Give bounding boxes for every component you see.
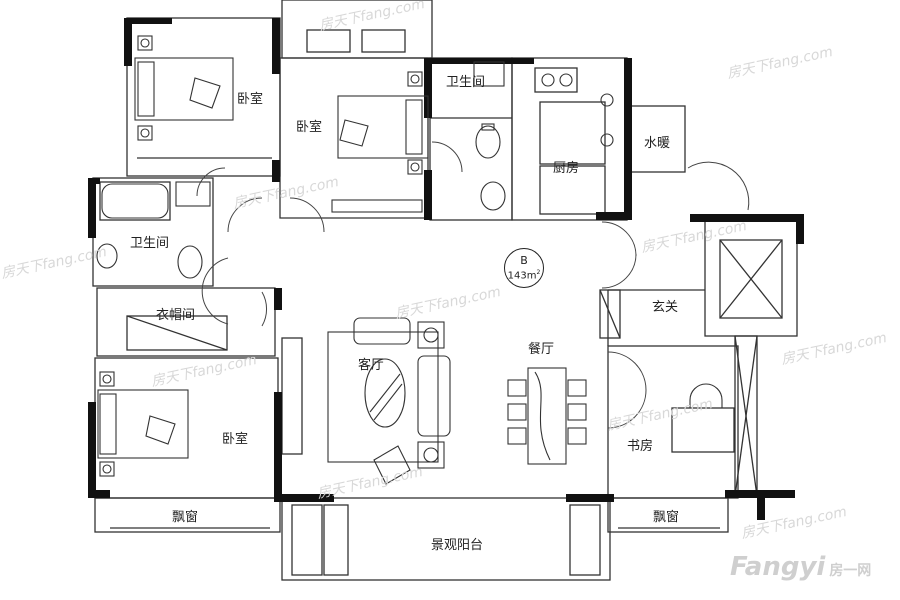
bathroom-left-label: 卫生间 <box>130 236 170 251</box>
bedroom-bottom-left-label: 卧室 <box>222 432 249 447</box>
study-label: 书房 <box>627 439 654 454</box>
unit-area: 143m2 <box>505 267 543 282</box>
furniture <box>96 35 723 485</box>
unit-type: B <box>520 254 528 267</box>
cloakroom-label: 衣帽间 <box>156 308 196 323</box>
logo-cn: 房一网 <box>829 563 872 579</box>
water-heating-label: 水暖 <box>644 136 671 151</box>
bay-window-left-label: 飘窗 <box>172 510 199 525</box>
unit-area-value: 143m <box>507 270 537 282</box>
thick-walls <box>88 18 804 520</box>
balcony-label: 景观阳台 <box>431 538 484 553</box>
foyer-label: 玄关 <box>652 300 679 315</box>
bedroom-top-left-label: 卧室 <box>237 92 264 107</box>
bathroom-top-label: 卫生间 <box>446 75 486 90</box>
logo-text: Fangyi <box>730 552 826 582</box>
kitchen-label: 厨房 <box>553 161 580 176</box>
thin-walls <box>92 0 798 581</box>
unit-area-sup: 2 <box>536 269 541 276</box>
door-swings <box>196 141 750 429</box>
bedroom-top-middle-label: 卧室 <box>296 120 323 135</box>
living-room-label: 客厅 <box>358 358 385 373</box>
bay-window-right-label: 飘窗 <box>653 510 680 525</box>
unit-badge: B 143m2 <box>504 248 544 288</box>
dining-room-label: 餐厅 <box>528 342 555 357</box>
